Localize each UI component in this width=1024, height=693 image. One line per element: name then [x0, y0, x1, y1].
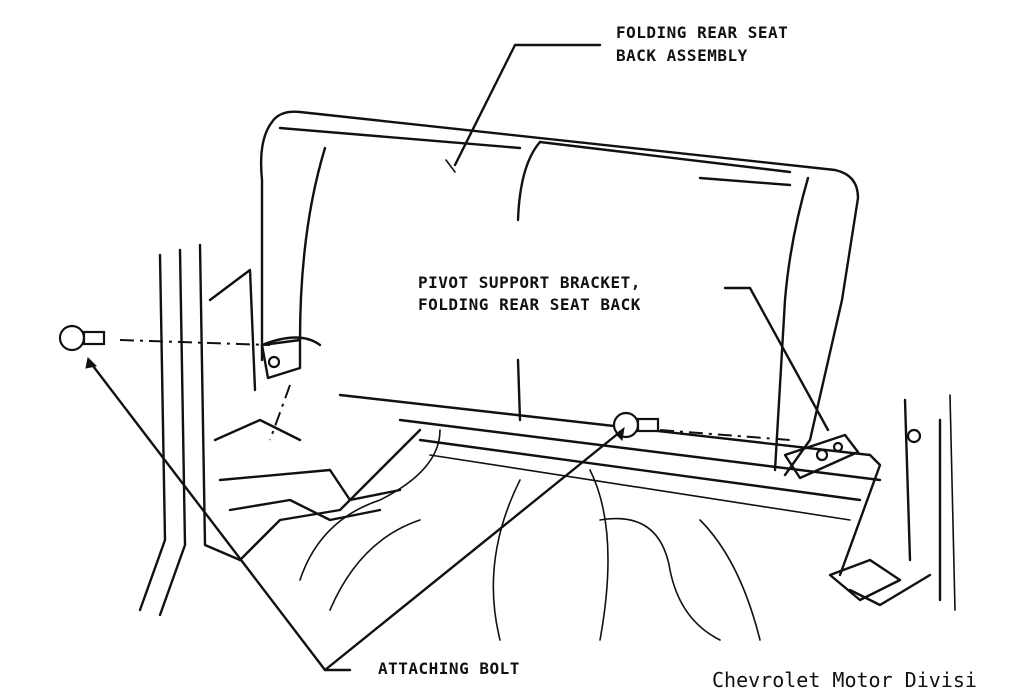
left-body-pillar [138, 243, 422, 617]
bolt-paths [119, 339, 791, 441]
label-bracket-line2: FOLDING REAR SEAT BACK [418, 295, 641, 314]
right-body-pillar [903, 394, 956, 611]
seat-back-assembly [259, 110, 860, 477]
label-seat-back-line2: BACK ASSEMBLY [616, 46, 748, 65]
floor-contours [299, 429, 761, 641]
leader-seat-back [453, 43, 602, 167]
label-attaching-bolt: ATTACHING BOLT [378, 659, 520, 678]
left-pivot-bracket [260, 338, 302, 380]
leader-pivot-bracket [723, 286, 830, 432]
right-pivot-bracket [783, 433, 860, 480]
credit-text: Chevrolet Motor Divisi [712, 668, 977, 692]
label-seat-back-line1: FOLDING REAR SEAT [616, 23, 789, 42]
leader-attaching-bolt [85, 356, 625, 672]
label-bracket-line1: PIVOT SUPPORT BRACKET, [418, 273, 641, 292]
floor-rail [338, 393, 932, 607]
left-bolt [58, 324, 106, 352]
